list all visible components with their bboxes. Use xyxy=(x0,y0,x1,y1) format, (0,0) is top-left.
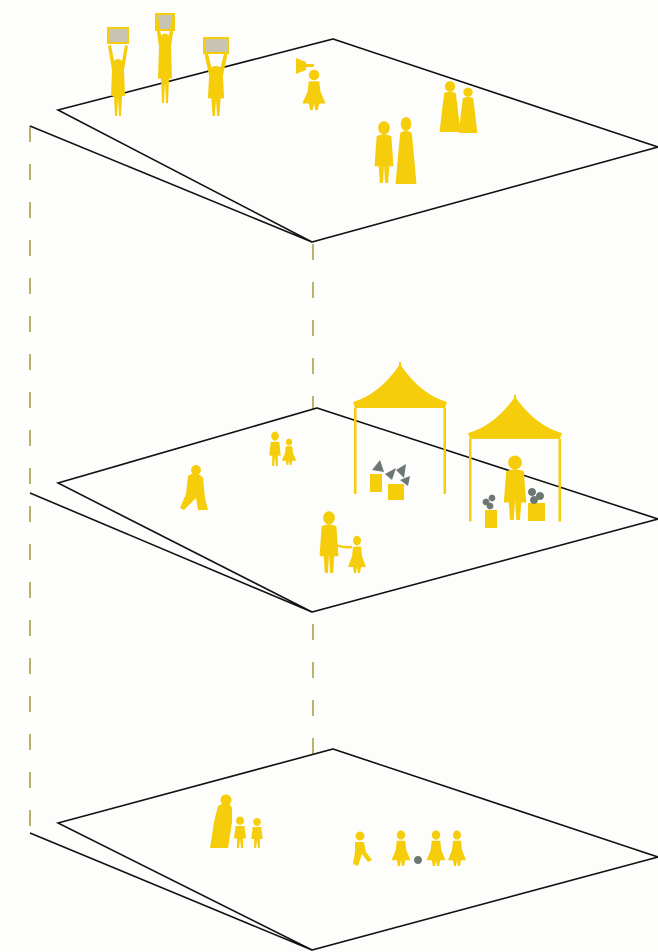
plane-middle xyxy=(30,408,658,612)
plane-top xyxy=(30,39,658,242)
plane-bottom xyxy=(30,749,658,950)
